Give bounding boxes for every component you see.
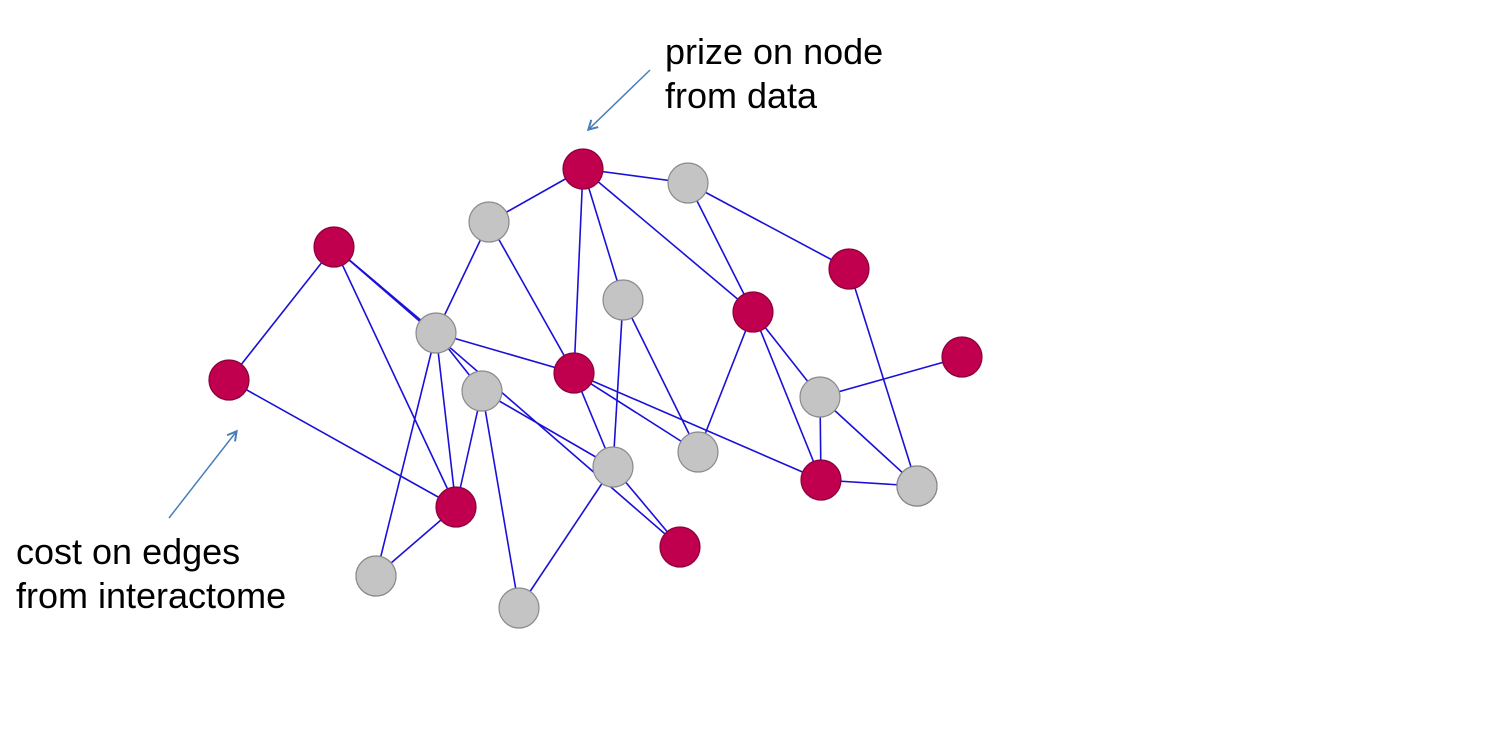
node-n14 (799, 376, 841, 418)
prize-node-n16 (800, 459, 842, 501)
edge-n8-n17 (612, 299, 624, 468)
prize-node-n9 (208, 359, 250, 401)
edge-n1-n10 (582, 168, 754, 313)
prize-node-n18 (659, 526, 701, 568)
node-n2 (667, 162, 709, 204)
prize-node-n10 (732, 291, 774, 333)
cost-annotation-arrow (168, 432, 236, 519)
prize-annotation-arrow (589, 69, 651, 129)
edge-n17-n23 (518, 466, 614, 609)
edge-n4-n18 (333, 246, 681, 548)
cost-annotation-line-2: from interactome (16, 575, 287, 616)
node-n6 (415, 312, 457, 354)
edge-n9-n13 (228, 379, 457, 508)
prize-node-n1 (562, 148, 604, 190)
edge-n5-n19 (848, 268, 918, 487)
prize-node-n7 (941, 336, 983, 378)
edge-n14-n7 (819, 356, 963, 398)
edge-n1-n8 (582, 168, 624, 301)
node-n8 (602, 279, 644, 321)
node-n15 (677, 431, 719, 473)
edge-n10-n15 (697, 311, 754, 453)
edge-n8-n15 (622, 299, 699, 453)
prize-annotation: prize on node from data (665, 30, 883, 118)
edge-n11-n17 (481, 390, 614, 468)
prize-node-n12 (553, 352, 595, 394)
node-n23 (498, 587, 540, 629)
prize-annotation-line-2: from data (665, 75, 818, 116)
edge-n12-n15 (573, 372, 699, 453)
edge-n2-n5 (687, 182, 850, 270)
node-n17 (592, 446, 634, 488)
edge-n3-n12 (488, 221, 575, 374)
edge-n4-n13 (333, 246, 457, 508)
edge-n2-n10 (687, 182, 754, 313)
cost-annotation: cost on edges from interactome (16, 530, 286, 618)
prize-node-n13 (435, 486, 477, 528)
node-n22 (355, 555, 397, 597)
edge-n10-n16 (752, 311, 822, 481)
prize-node-n4 (313, 226, 355, 268)
edge-n12-n16 (573, 372, 822, 481)
nodes-layer (208, 148, 983, 629)
node-n20 (896, 465, 938, 507)
edge-n14-n20 (819, 396, 918, 487)
edge-n6-n12 (435, 332, 575, 374)
edge-n11-n23 (481, 390, 520, 609)
node-n11 (461, 370, 503, 412)
edge-n6-n13 (435, 332, 457, 508)
prize-annotation-line-1: prize on node (665, 31, 884, 72)
prize-node-n5 (828, 248, 870, 290)
edge-n4-n9 (228, 246, 335, 381)
cost-annotation-line-1: cost on edges (16, 531, 241, 572)
edge-n6-n22 (375, 332, 437, 577)
edge-n1-n12 (573, 168, 584, 374)
node-n3 (468, 201, 510, 243)
